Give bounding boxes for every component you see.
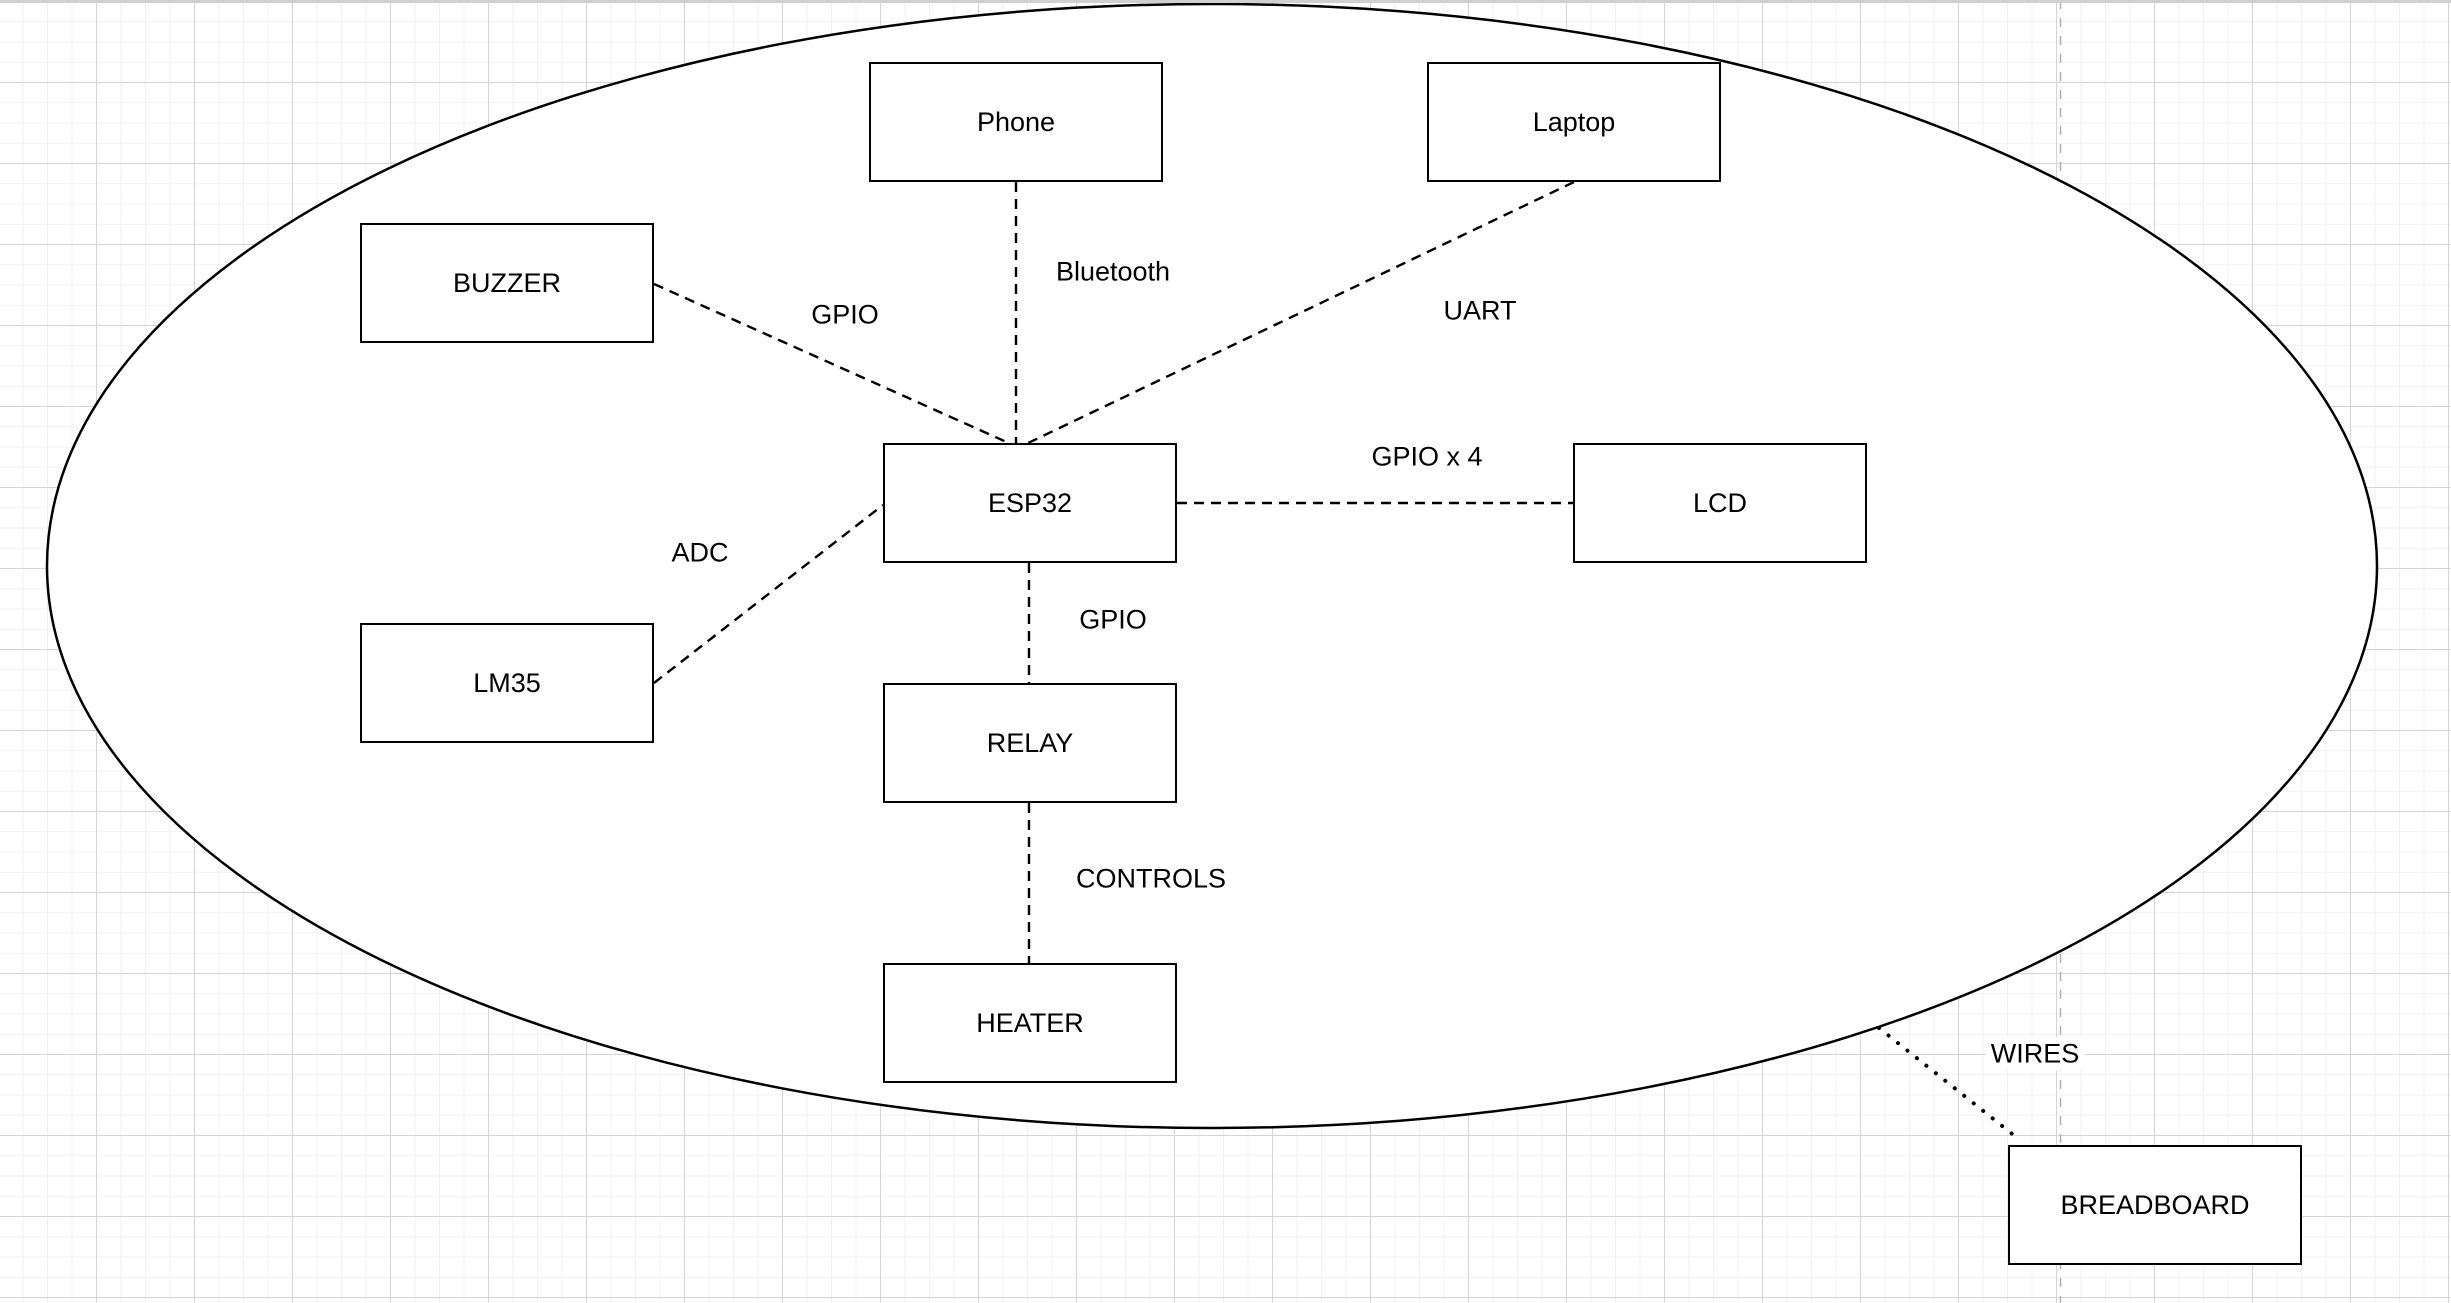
node-heater[interactable]: HEATER (883, 963, 1177, 1083)
edge-label-gpio-buzzer[interactable]: GPIO (806, 298, 884, 332)
node-esp32[interactable]: ESP32 (883, 443, 1177, 563)
node-relay-label: RELAY (986, 727, 1074, 758)
node-buzzer[interactable]: BUZZER (360, 223, 654, 343)
edge-boundary-breadboard[interactable] (1877, 1026, 2018, 1139)
node-breadboard-label: BREADBOARD (2060, 1189, 2250, 1220)
edge-label-wires[interactable]: WIRES (1985, 1037, 2085, 1071)
system-boundary-ellipse[interactable] (45, 2, 2379, 1130)
edge-buzzer-esp32[interactable] (653, 282, 1012, 446)
node-lm35[interactable]: LM35 (360, 623, 654, 743)
node-buzzer-label: BUZZER (453, 267, 561, 298)
canvas-top-edge (0, 0, 2451, 3)
node-heater-label: HEATER (976, 1007, 1084, 1038)
edge-label-adc[interactable]: ADC (666, 536, 734, 570)
node-lm35-label: LM35 (473, 667, 541, 698)
node-phone[interactable]: Phone (869, 62, 1163, 182)
node-phone-label: Phone (976, 106, 1056, 137)
edge-label-bluetooth[interactable]: Bluetooth (1050, 255, 1176, 289)
node-lcd[interactable]: LCD (1573, 443, 1867, 563)
node-esp32-label: ESP32 (987, 487, 1073, 518)
edge-label-gpio-relay[interactable]: GPIO (1074, 603, 1152, 637)
edge-label-uart[interactable]: UART (1438, 294, 1522, 328)
node-laptop[interactable]: Laptop (1427, 62, 1721, 182)
node-breadboard[interactable]: BREADBOARD (2008, 1145, 2302, 1265)
edge-lm35-esp32[interactable] (653, 504, 884, 684)
edge-label-controls[interactable]: CONTROLS (1070, 862, 1232, 896)
node-laptop-label: Laptop (1532, 106, 1616, 137)
edge-label-gpio-x4[interactable]: GPIO x 4 (1366, 440, 1488, 474)
node-lcd-label: LCD (1692, 487, 1747, 518)
node-relay[interactable]: RELAY (883, 683, 1177, 803)
